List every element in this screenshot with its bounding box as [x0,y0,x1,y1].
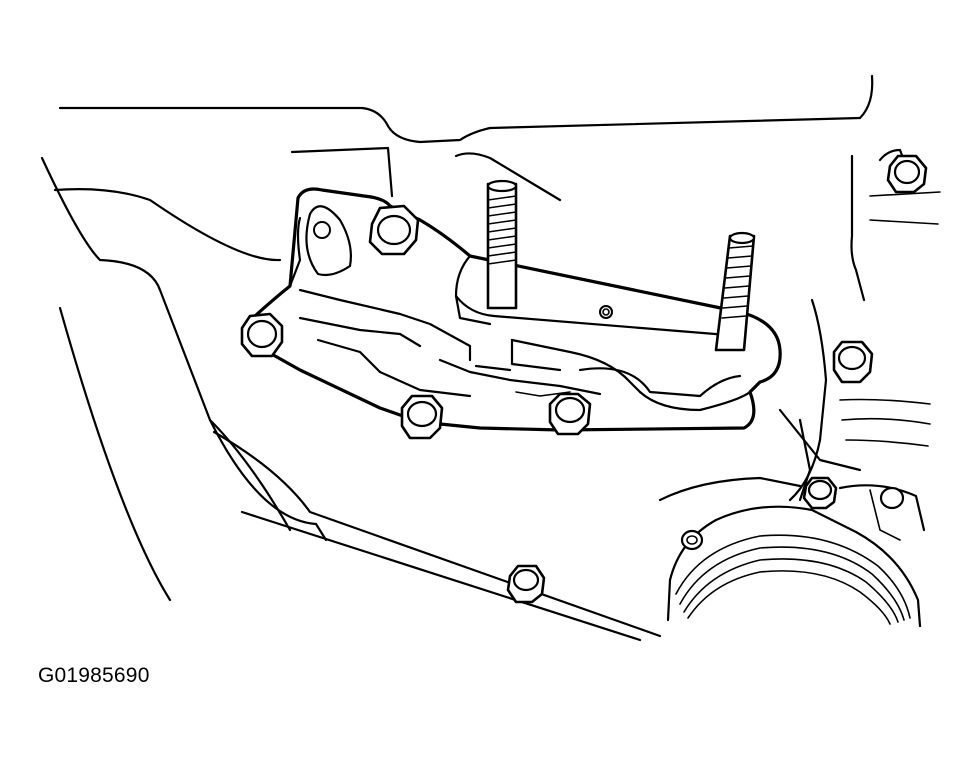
mount-bracket [242,187,782,432]
bolt-pulley-left [680,529,704,551]
bolt-bottom-left [400,394,444,440]
bolt-lower-center [506,564,546,604]
bolt-top-bracket [368,204,420,256]
stud-right [714,231,756,352]
bolt-top-right [886,154,928,194]
bolt-right [832,340,874,384]
bolt-bottom-right [548,392,592,436]
figure-code: G01985690 [38,664,150,687]
stud-left [486,179,518,310]
crankshaft-pulley [658,476,926,628]
bolt-left [240,312,284,358]
bolts [240,154,928,604]
engine-block-outline [40,74,941,642]
bolt-lower-right [802,476,838,510]
bolt-pulley-right [879,486,905,510]
